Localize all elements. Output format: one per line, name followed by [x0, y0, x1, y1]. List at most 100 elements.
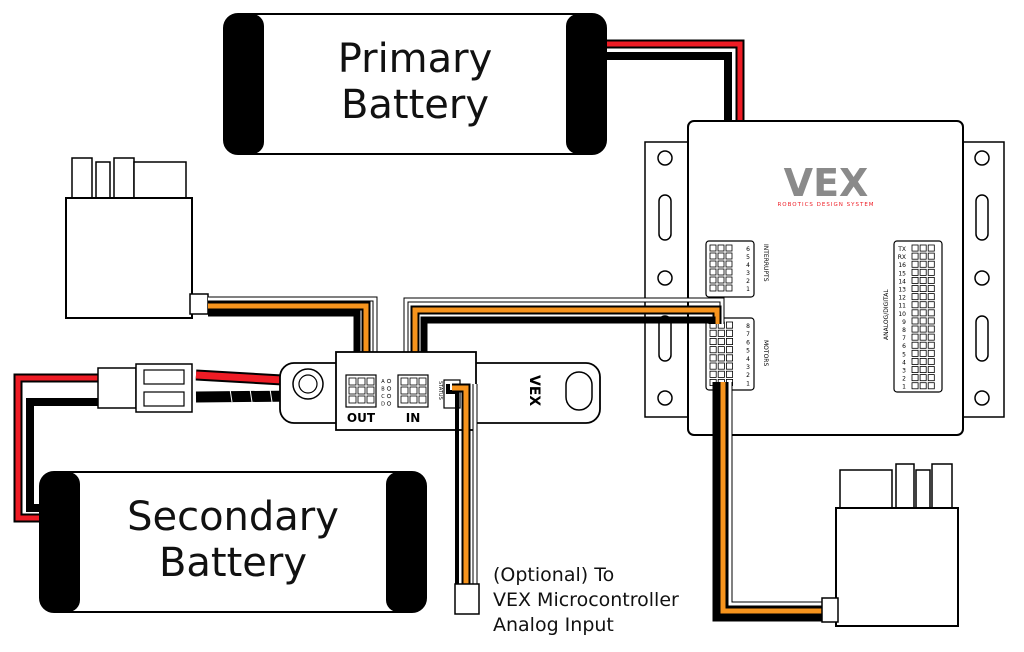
- in-pin: [409, 377, 418, 386]
- analog-pin: [919, 309, 927, 317]
- analog-pin: [919, 293, 927, 301]
- pin-label: 2: [746, 372, 750, 379]
- interrupt-pin: [725, 276, 733, 284]
- pin-label: 14: [898, 278, 906, 285]
- motors-label: MOTORS: [762, 340, 769, 366]
- motor-pin: [717, 329, 725, 337]
- pin-label: 9: [902, 319, 906, 326]
- analog-pin: [927, 260, 935, 268]
- optional-note-line2: VEX Microcontroller: [493, 589, 679, 611]
- interrupt-pin: [709, 284, 717, 292]
- in-pin: [418, 386, 427, 395]
- pin-label: 6: [902, 343, 906, 350]
- optional-analog-note: (Optional) To VEX Microcontroller Analog…: [493, 563, 713, 638]
- analog-pin: [911, 317, 919, 325]
- pin-label: 13: [898, 287, 906, 294]
- motor-pin: [717, 346, 725, 354]
- interrupt-pin: [717, 268, 725, 276]
- motor-pin: [717, 370, 725, 378]
- motor-pin: [709, 346, 717, 354]
- analog-pin: [919, 260, 927, 268]
- analog-pin: [911, 276, 919, 284]
- pin-label: 4: [902, 359, 906, 366]
- analog-pin: [911, 260, 919, 268]
- out-pin: [366, 395, 375, 404]
- pin-label: 6: [746, 246, 750, 253]
- channel-led: [386, 386, 392, 391]
- primary-battery-line2: Battery: [340, 82, 490, 128]
- secondary-battery-line2: Battery: [158, 540, 308, 586]
- channel-letter: C: [381, 394, 385, 400]
- analog-pin: [919, 244, 927, 252]
- analog-pin: [927, 252, 935, 260]
- motor-bottom-right: [821, 463, 959, 627]
- interrupt-pin: [717, 260, 725, 268]
- motor-pin: [726, 370, 734, 378]
- pin-label: 4: [746, 262, 750, 269]
- analog-pin: [927, 276, 935, 284]
- analog-pin: [927, 349, 935, 357]
- out-port-pins: [348, 377, 375, 404]
- secondary-battery-label: Secondary Battery: [90, 494, 376, 586]
- interrupt-pin: [725, 244, 733, 252]
- analog-pin: [911, 349, 919, 357]
- motor-pin: [709, 337, 717, 345]
- analog-pin: [919, 285, 927, 292]
- channel-letter: A: [381, 379, 385, 385]
- analog-pin: [919, 382, 927, 390]
- analog-pin: [927, 293, 935, 301]
- analog-pin: [927, 317, 935, 325]
- analog-pin: [927, 301, 935, 309]
- interrupt-pin: [717, 252, 725, 260]
- motor-pin: [709, 370, 717, 378]
- analog-pin: [927, 244, 935, 252]
- status-label: STATUS: [437, 381, 443, 400]
- pin-label: 3: [746, 270, 750, 277]
- interrupt-pin: [709, 260, 717, 268]
- pin-label: 8: [902, 327, 906, 334]
- analog-pin: [911, 252, 919, 260]
- analog-pin: [911, 374, 919, 382]
- analog-pin: [911, 357, 919, 365]
- motor-pin: [726, 362, 734, 370]
- analog-pin: [927, 325, 935, 333]
- in-pin: [400, 377, 409, 386]
- pin-label: RX: [898, 254, 906, 261]
- analog-pin: [927, 382, 935, 390]
- analog-pin: [919, 333, 927, 341]
- analog-pin: [919, 301, 927, 309]
- analog-pin: [919, 341, 927, 349]
- interrupt-pin: [709, 252, 717, 260]
- analog-pin: [911, 366, 919, 373]
- pin-label: 7: [746, 331, 750, 338]
- out-pin: [366, 377, 375, 386]
- out-pin: [348, 386, 357, 395]
- primary-battery-label: Primary Battery: [274, 36, 556, 128]
- in-port-pins: [400, 377, 427, 404]
- interrupt-pin: [725, 268, 733, 276]
- analog-pin: [919, 317, 927, 325]
- motor-pin: [709, 362, 717, 370]
- analog-pin: [919, 366, 927, 373]
- analog-pin: [911, 382, 919, 390]
- analog-pin: [919, 252, 927, 260]
- analog-pin: [911, 293, 919, 301]
- pin-label: 5: [746, 254, 750, 261]
- motor-pin: [726, 329, 734, 337]
- out-label: OUT: [347, 411, 376, 425]
- motor-pin: [709, 329, 717, 337]
- analog-pin: [927, 285, 935, 292]
- primary-battery-wires: [606, 39, 745, 122]
- optional-note-line1: (Optional) To: [493, 564, 615, 586]
- analog-pin: [927, 366, 935, 373]
- robotics-design-system-label: ROBOTICS DESIGN SYSTEM: [777, 202, 874, 208]
- interrupt-pin: [717, 244, 725, 252]
- pin-label: 4: [746, 356, 750, 363]
- interrupt-pin: [709, 268, 717, 276]
- analog-pin: [911, 325, 919, 333]
- optional-note-line3: Analog Input: [493, 614, 614, 636]
